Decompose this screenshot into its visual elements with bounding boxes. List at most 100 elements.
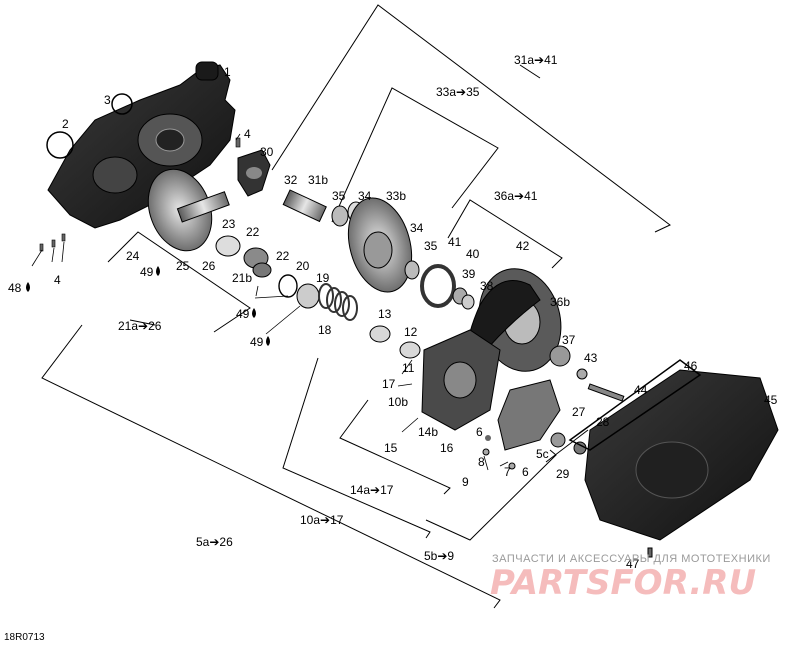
bushing-part-38: [461, 294, 475, 310]
watermark-subtitle: ЗАПЧАСТИ И АКСЕССУАРЫ ДЛЯ МОТОТЕХНИКИ: [492, 553, 771, 565]
label-part-49-c: 49: [250, 335, 264, 349]
bushing-part-21b: [252, 262, 272, 278]
label-part-3: 3: [104, 93, 111, 107]
bolt-part-6: [485, 435, 491, 441]
bolt-part-44: [587, 383, 625, 402]
label-part-30: 30: [260, 145, 274, 159]
watermark: ЗАПЧАСТИ И АКСЕССУАРЫ ДЛЯ МОТОТЕХНИКИ PA…: [490, 553, 771, 603]
range-labels: 31a➔41 33a➔35 36a➔41 21a➔26 14a➔17 10a➔1…: [118, 53, 558, 563]
washer-part-7: [508, 462, 516, 470]
bushing-part-13: [369, 325, 391, 343]
label-part-6-right: 6: [522, 465, 529, 479]
label-part-13: 13: [378, 307, 392, 321]
label-part-2: 2: [62, 117, 69, 131]
label-part-38: 38: [480, 279, 494, 293]
outer-cover-part-45: [584, 369, 779, 541]
watermark-brand: PARTSFOR.RU: [490, 563, 756, 603]
label-part-34-top: 34: [358, 189, 372, 203]
label-part-18: 18: [318, 323, 332, 337]
label-part-39: 39: [462, 267, 476, 281]
screw-part-47: [647, 547, 653, 558]
label-part-31b: 31b: [308, 173, 328, 187]
ring-part-19: [296, 283, 320, 309]
range-10a-17: 10a➔17: [300, 513, 344, 527]
shaft-part-32: [282, 189, 327, 223]
washer-part-43: [576, 368, 588, 380]
range-14a-17: 14a➔17: [350, 483, 394, 497]
label-part-40: 40: [466, 247, 480, 261]
label-part-5c: 5c: [536, 447, 549, 461]
sliding-sheave-part-33b: [347, 197, 413, 293]
label-part-49-b: 49: [236, 307, 250, 321]
label-part-47: 47: [626, 557, 640, 571]
label-part-16: 16: [440, 441, 454, 455]
label-part-33b: 33b: [386, 189, 406, 203]
label-part-49-a: 49: [140, 265, 154, 279]
label-part-7: 7: [504, 465, 511, 479]
range-33a-35: 33a➔35: [436, 85, 480, 99]
fan-impeller-part-30: [237, 149, 271, 197]
bushing-part-12: [399, 341, 421, 359]
bushing-part-35a: [331, 205, 349, 227]
label-part-37: 37: [562, 333, 576, 347]
range-21a-26: 21a➔26: [118, 319, 162, 333]
label-part-24: 24: [126, 249, 140, 263]
label-part-22-mid: 22: [276, 249, 290, 263]
range-36a-41: 36a➔41: [494, 189, 538, 203]
cam-part-5c: [497, 379, 561, 451]
label-part-4-bottom: 4: [54, 273, 61, 287]
nut-part-28: [573, 441, 587, 455]
label-part-11: 11: [402, 361, 415, 375]
label-part-25: 25: [176, 259, 190, 273]
range-5a-26: 5a➔26: [196, 535, 233, 549]
label-part-43: 43: [584, 351, 598, 365]
oil-drop-icon: [266, 336, 270, 346]
label-part-45: 45: [764, 393, 778, 407]
label-part-44: 44: [634, 383, 648, 397]
washer-part-23: [215, 235, 241, 257]
callout-labels: 1 2 3 4 4 30 32 31b 35 34 33b 34 41 35 4…: [8, 65, 778, 571]
label-part-15: 15: [384, 441, 398, 455]
oil-drop-icons: [26, 266, 270, 346]
ring-part-20: [278, 274, 298, 298]
label-part-6-left: 6: [476, 425, 483, 439]
label-part-8: 8: [478, 455, 485, 469]
label-part-35-top: 35: [332, 189, 346, 203]
label-part-10b: 10b: [388, 395, 408, 409]
label-part-35-mid: 35: [424, 239, 438, 253]
oil-drop-icon: [252, 308, 256, 318]
o-ring-part-2: [46, 131, 74, 159]
label-part-26: 26: [202, 259, 216, 273]
spider-part-40: [420, 264, 456, 308]
label-part-22-top: 22: [246, 225, 260, 239]
inner-housing-part-1: [47, 61, 236, 229]
range-31a-41: 31a➔41: [514, 53, 558, 67]
label-part-28: 28: [596, 415, 610, 429]
label-part-48: 48: [8, 281, 22, 295]
label-part-1: 1: [224, 65, 231, 79]
label-part-9: 9: [462, 475, 469, 489]
label-part-23: 23: [222, 217, 236, 231]
label-part-14b: 14b: [418, 425, 438, 439]
label-part-41: 41: [448, 235, 462, 249]
label-part-36b: 36b: [550, 295, 570, 309]
spring-part-18: [318, 283, 358, 321]
bushing-part-35b: [404, 260, 420, 280]
bushing-part-8: [482, 448, 490, 456]
label-part-27: 27: [572, 405, 586, 419]
label-part-21b: 21b: [232, 271, 252, 285]
oil-drop-icon: [26, 282, 30, 292]
label-part-29: 29: [556, 467, 570, 481]
o-ring-part-3: [111, 93, 133, 115]
label-part-42: 42: [516, 239, 530, 253]
label-part-46: 46: [684, 359, 698, 373]
label-part-4-top: 4: [244, 127, 251, 141]
label-part-32: 32: [284, 173, 298, 187]
label-part-19: 19: [316, 271, 330, 285]
housing-part-10b: [421, 329, 501, 431]
fixed-sheave-part-25: [147, 168, 230, 252]
label-part-17: 17: [382, 377, 396, 391]
label-part-34-mid: 34: [410, 221, 424, 235]
bearing-part-37: [549, 345, 571, 367]
